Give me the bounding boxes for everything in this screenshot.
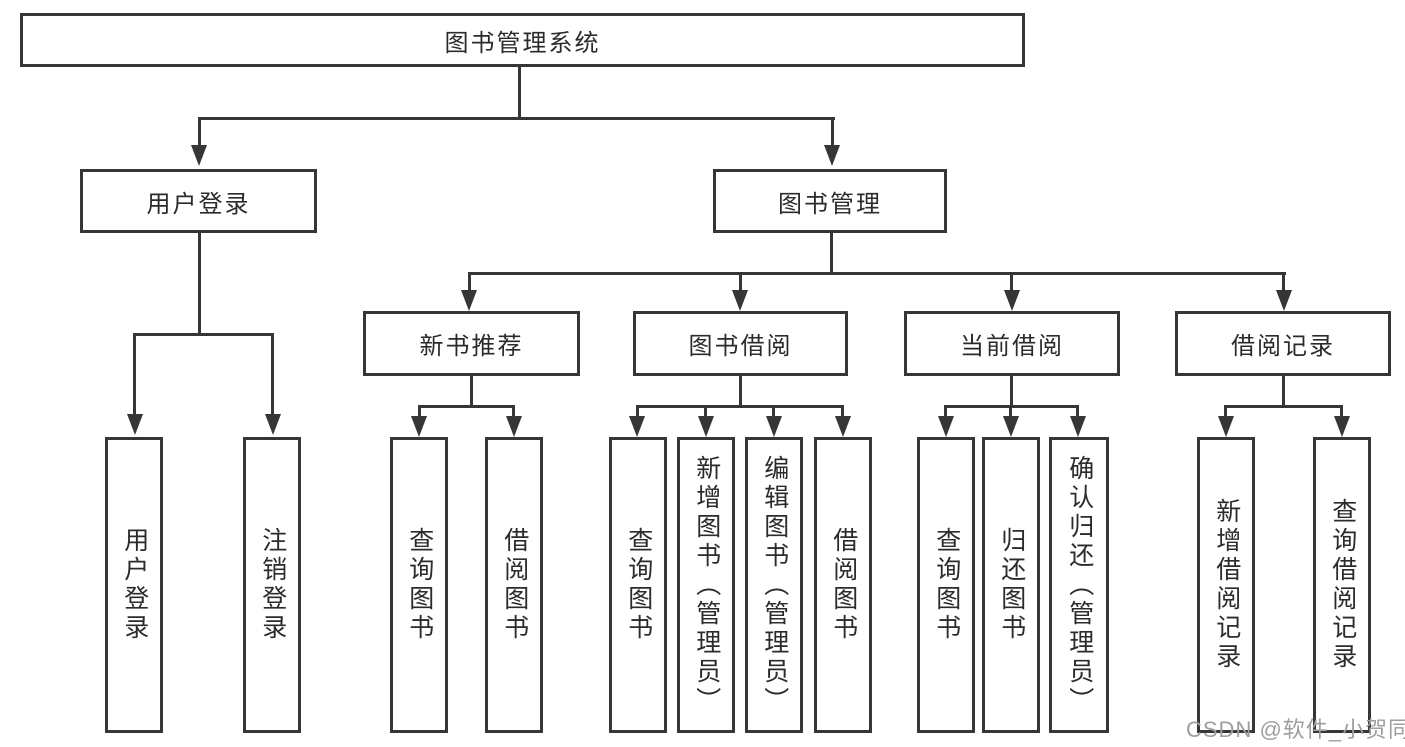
node-new-book-recommendation: 新书推荐 [363,311,580,376]
connector-line [1282,376,1285,405]
node-label: 借阅图书 [829,527,858,643]
node-label: 查询图书 [405,527,434,643]
node-current-confirm-return-admin: 确认归还（管理员） [1049,437,1109,733]
connector-line [1076,405,1079,416]
connector-line [518,66,521,117]
connector-line [739,376,742,405]
arrow-down-icon [1218,416,1234,437]
connector-line [468,272,1286,275]
node-user-login-branch: 用户登录 [80,169,317,233]
node-label: 借阅记录 [1231,333,1335,360]
arrow-down-icon [835,416,851,437]
arrow-down-icon [506,416,522,437]
node-label: 查询图书 [624,527,653,643]
node-label: 新书推荐 [419,333,524,360]
connector-line [198,117,835,120]
node-label: 查询图书 [932,527,961,643]
node-label: 查询借阅记录 [1328,498,1357,672]
arrow-down-icon [411,416,427,437]
connector-line [1340,405,1343,416]
connector-line [704,405,707,416]
connector-line [944,405,947,416]
connector-line [133,333,136,414]
arrow-down-icon [824,145,840,166]
arrow-down-icon [1004,290,1020,311]
connector-line [468,272,471,290]
arrow-down-icon [1276,290,1292,311]
arrow-down-icon [938,416,954,437]
arrow-down-icon [265,414,281,435]
connector-line [830,232,833,272]
node-label: 用户登录 [146,190,251,218]
connector-line [841,405,844,416]
node-book-management-branch: 图书管理 [713,169,947,233]
connector-line [636,405,639,416]
arrow-down-icon [1070,416,1086,437]
connector-line [831,117,834,145]
node-label: 确认归还（管理员） [1065,454,1094,716]
node-label: 用户登录 [120,527,149,643]
node-root-label: 图书管理系统 [444,29,601,57]
connector-line [1224,405,1227,416]
node-label: 借阅图书 [500,527,529,643]
arrow-down-icon [191,145,207,166]
arrow-down-icon [461,290,477,311]
connector-line [1010,376,1013,405]
arrow-down-icon [127,414,143,435]
node-label: 图书管理 [778,190,882,218]
connector-line [772,405,775,416]
arrow-down-icon [732,290,748,311]
node-book-borrowing: 图书借阅 [633,311,848,376]
connector-line [198,117,201,145]
node-newbook-borrow-books: 借阅图书 [485,437,543,733]
connector-line [134,333,274,336]
node-borrowing-query-books: 查询图书 [609,437,667,733]
connector-line [512,405,515,416]
node-label: 当前借阅 [960,333,1064,360]
node-current-query-books: 查询图书 [917,437,975,733]
connector-line [739,272,742,290]
connector-line [1010,272,1013,290]
node-label: 新增图书（管理员） [692,454,721,716]
connector-line [1225,405,1343,408]
node-records-query-record: 查询借阅记录 [1313,437,1371,733]
arrow-down-icon [766,416,782,437]
arrow-down-icon [698,416,714,437]
connector-line [418,405,421,416]
node-borrowing-add-books-admin: 新增图书（管理员） [677,437,735,733]
connector-line [636,405,844,408]
connector-line [470,376,473,405]
connector-line [1009,405,1012,416]
arrow-down-icon [629,416,645,437]
arrow-down-icon [1003,416,1019,437]
csdn-watermark: CSDN @软件_小贺同学 [1186,717,1405,742]
node-logout: 注销登录 [243,437,301,733]
node-label: 归还图书 [997,527,1026,643]
node-current-return-books: 归还图书 [982,437,1040,733]
connector-line [1282,272,1285,290]
arrow-down-icon [1334,416,1350,437]
connector-line [945,405,1079,408]
node-label: 图书借阅 [688,333,793,360]
node-root-system: 图书管理系统 [20,13,1025,67]
connector-line [271,333,274,414]
connector-line [418,405,515,408]
node-label: 编辑图书（管理员） [760,454,789,716]
node-borrowing-edit-books-admin: 编辑图书（管理员） [745,437,803,733]
node-user-login-leaf: 用户登录 [105,437,163,733]
node-borrowing-borrow-books: 借阅图书 [814,437,872,733]
node-label: 新增借阅记录 [1212,498,1241,672]
node-current-borrowing: 当前借阅 [904,311,1120,376]
node-records-add-record: 新增借阅记录 [1197,437,1255,733]
node-borrowing-records: 借阅记录 [1175,311,1391,376]
node-newbook-query-books: 查询图书 [390,437,448,733]
connector-line [198,232,201,333]
node-label: 注销登录 [258,527,287,643]
